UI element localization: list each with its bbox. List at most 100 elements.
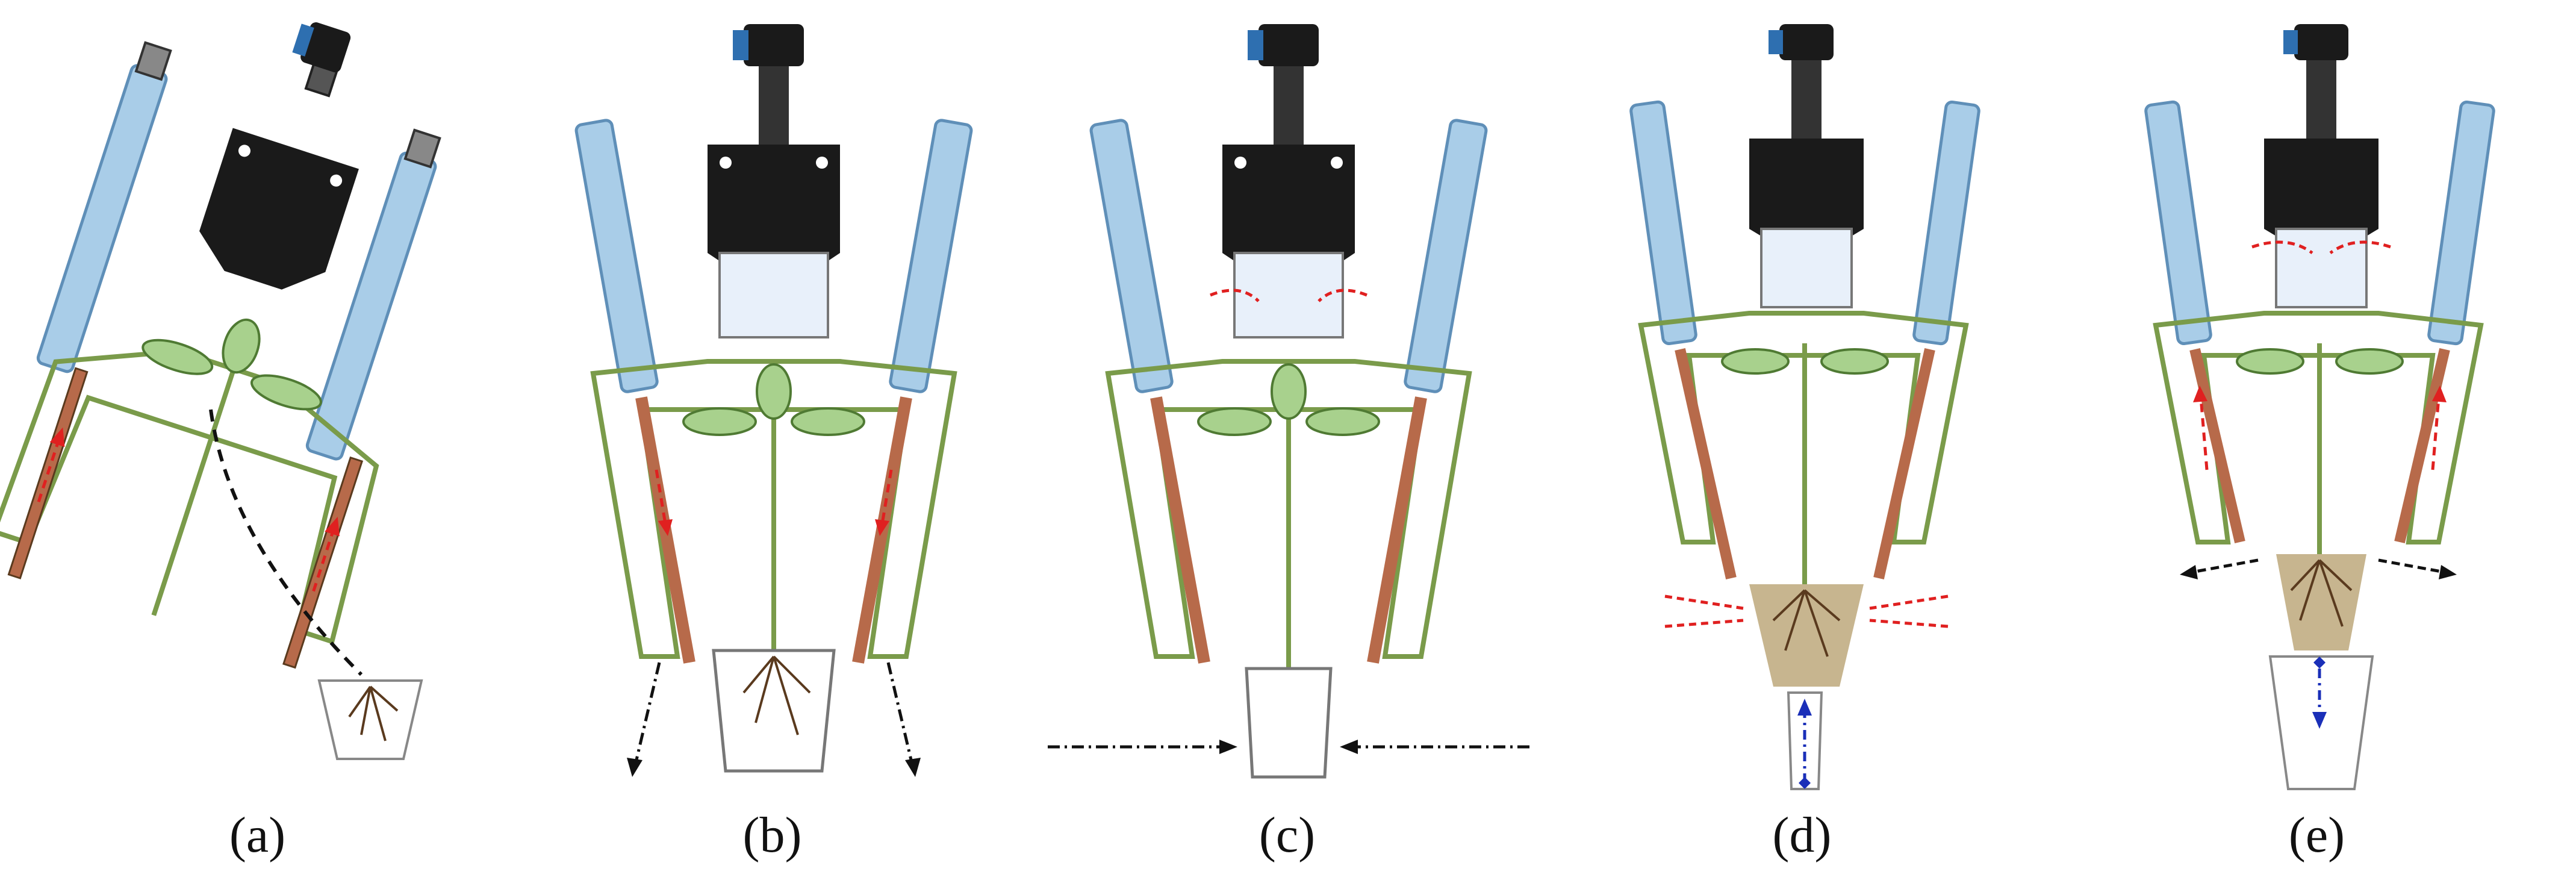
down-arrow-icon <box>880 469 893 525</box>
panel-d: (d) <box>1545 0 2059 889</box>
pot-icon <box>712 649 836 773</box>
rotate-arrow-icon <box>1318 289 1367 302</box>
right-cylinder-icon <box>889 119 973 393</box>
panel-b: (b) <box>515 0 1030 889</box>
root-icon <box>2290 559 2353 627</box>
camera-motor-icon <box>300 22 351 73</box>
root-ball-icon <box>2276 554 2366 650</box>
gripper-body-icon <box>2264 139 2378 247</box>
gripper-diagram-a <box>0 22 441 760</box>
arrowhead-icon <box>875 519 889 536</box>
gripper-diagram-d <box>1629 24 1980 790</box>
right-cylinder-icon <box>1912 100 1980 346</box>
leaf-icon <box>2335 348 2404 375</box>
right-needle-icon <box>2394 348 2450 544</box>
diamond-marker-icon <box>1799 777 1811 789</box>
right-cap-icon <box>403 128 441 169</box>
jaw-icon <box>2275 228 2368 308</box>
arrowhead-icon <box>627 758 642 777</box>
camera-motor-icon <box>1258 24 1319 66</box>
motor-blue-cap-icon <box>733 30 748 60</box>
up-arrow-icon <box>312 528 335 592</box>
bolt-icon <box>816 157 828 169</box>
rotate-arrow-icon <box>1210 289 1260 302</box>
left-cylinder-icon <box>2144 100 2212 346</box>
panel-caption: (b) <box>742 807 802 863</box>
leaf-icon <box>1721 348 1790 375</box>
leaf-icon <box>142 338 214 375</box>
arrowhead-icon <box>2439 565 2457 579</box>
motor-blue-cap-icon <box>1248 30 1263 60</box>
camera-motor-icon <box>1779 24 1834 60</box>
jaw-icon <box>1760 228 1853 308</box>
green-frame-icon <box>1638 311 1969 544</box>
motor-shaft-icon <box>1791 60 1822 139</box>
motor-shaft-icon <box>759 66 789 145</box>
motor-blue-cap-icon <box>292 23 314 57</box>
leaf-icon <box>756 363 792 420</box>
camera-motor-icon <box>2294 24 2348 60</box>
arrowhead-icon <box>1797 699 1812 716</box>
clamp-arrow-icon <box>1664 594 1744 610</box>
left-cylinder-icon <box>1089 119 1174 393</box>
panel-c: (c) <box>1030 0 1545 889</box>
left-needle-icon <box>2189 348 2245 544</box>
motor-blue-cap-icon <box>2283 30 2298 54</box>
root-icon <box>742 655 811 735</box>
bolt-icon <box>330 174 343 187</box>
arrowhead-icon <box>325 516 340 537</box>
arrowhead-icon <box>905 758 921 777</box>
arrowhead-icon <box>1340 740 1358 754</box>
leaf-icon <box>250 374 322 411</box>
arrowhead-icon <box>2312 712 2327 729</box>
leaf-icon <box>1271 363 1307 420</box>
motor-shaft-icon <box>2306 60 2336 139</box>
left-cylinder-icon <box>36 64 168 373</box>
leaf-icon <box>1305 407 1380 436</box>
gripper-diagram-c <box>1048 24 1529 779</box>
green-frame-icon <box>1105 359 1472 659</box>
gripper-body-icon <box>1749 139 1864 247</box>
leaf-icon <box>1197 407 1272 436</box>
retract-arrow-icon <box>886 662 914 766</box>
panel-caption: (e) <box>2288 807 2345 863</box>
squeezed-pot-icon <box>1245 667 1333 779</box>
arrowhead-icon <box>658 519 673 536</box>
leaf-icon <box>222 318 261 374</box>
right-needle-icon <box>1873 348 1935 579</box>
right-cylinder-icon <box>2427 100 2495 346</box>
clamp-arrow-icon <box>1869 619 1949 628</box>
gripper-diagram-e <box>2144 24 2495 790</box>
jaw-icon <box>718 252 829 338</box>
left-cylinder-icon <box>1629 100 1697 346</box>
arrowhead-icon <box>2180 565 2198 579</box>
left-cylinder-icon <box>574 119 659 393</box>
empty-pot-icon <box>1787 691 1823 790</box>
motor-shaft-icon <box>1274 66 1304 145</box>
panel-e: (e) <box>2059 0 2574 889</box>
arrowhead-icon <box>2432 385 2447 402</box>
root-ball-icon <box>1749 584 1864 687</box>
leaf-icon <box>2236 348 2304 375</box>
open-arrow-icon <box>2378 558 2445 574</box>
down-arrow-icon <box>655 469 667 525</box>
panel-a: (a) <box>0 0 515 889</box>
up-arrow-icon <box>2199 397 2209 470</box>
arrowhead-icon <box>49 427 65 448</box>
stem-icon <box>151 357 240 616</box>
leaf-icon <box>682 407 757 436</box>
pot-icon <box>317 679 423 760</box>
camera-motor-icon <box>744 24 804 66</box>
green-frame-icon <box>2153 311 2484 544</box>
panel-caption: (d) <box>1772 807 1832 863</box>
jaw-icon <box>1233 252 1344 338</box>
left-cap-icon <box>134 41 172 81</box>
root-icon <box>1772 589 1841 657</box>
diamond-marker-icon <box>2313 657 2326 669</box>
clamp-arrow-icon <box>1869 594 1949 610</box>
bolt-icon <box>720 157 732 169</box>
leaf-icon <box>1820 348 1889 375</box>
arrowhead-icon <box>1219 740 1237 754</box>
retract-arrow-icon <box>633 662 661 766</box>
clamp-arrow-icon <box>1664 619 1744 628</box>
